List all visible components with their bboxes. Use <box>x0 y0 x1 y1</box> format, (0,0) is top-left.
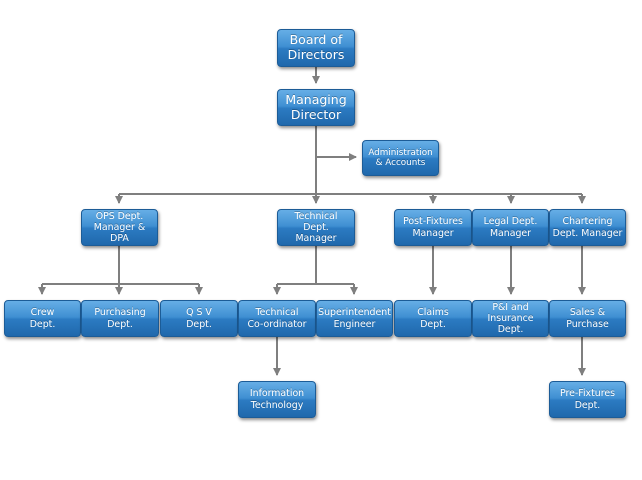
claims-dept-box[interactable]: Claims Dept. <box>394 300 472 337</box>
superintendent-engineer-box[interactable]: Superintendent Engineer <box>316 300 393 337</box>
sales-purchase-box[interactable]: Sales & Purchase <box>549 300 626 337</box>
post-fixtures-manager-box[interactable]: Post-Fixtures Manager <box>394 209 472 246</box>
managing-director-box[interactable]: Managing Director <box>277 89 355 126</box>
information-technology-box[interactable]: Information Technology <box>238 381 316 418</box>
purchasing-dept-box[interactable]: Purchasing Dept. <box>81 300 159 337</box>
pre-fixtures-box[interactable]: Pre-Fixtures Dept. <box>549 381 626 418</box>
crew-dept-box[interactable]: Crew Dept. <box>4 300 81 337</box>
administration-accounts-box[interactable]: Administration & Accounts <box>362 140 439 176</box>
legal-manager-box[interactable]: Legal Dept. Manager <box>472 209 549 246</box>
pandi-insurance-box[interactable]: P&I and Insurance Dept. <box>472 300 549 337</box>
chartering-manager-box[interactable]: Chartering Dept. Manager <box>549 209 626 246</box>
qsv-dept-box[interactable]: Q S V Dept. <box>160 300 238 337</box>
board-of-directors-box[interactable]: Board of Directors <box>277 29 355 67</box>
technical-coordinator-box[interactable]: Technical Co-ordinator <box>238 300 316 337</box>
ops-manager-box[interactable]: OPS Dept. Manager & DPA <box>81 209 158 246</box>
technical-manager-box[interactable]: Technical Dept. Manager <box>277 209 355 246</box>
